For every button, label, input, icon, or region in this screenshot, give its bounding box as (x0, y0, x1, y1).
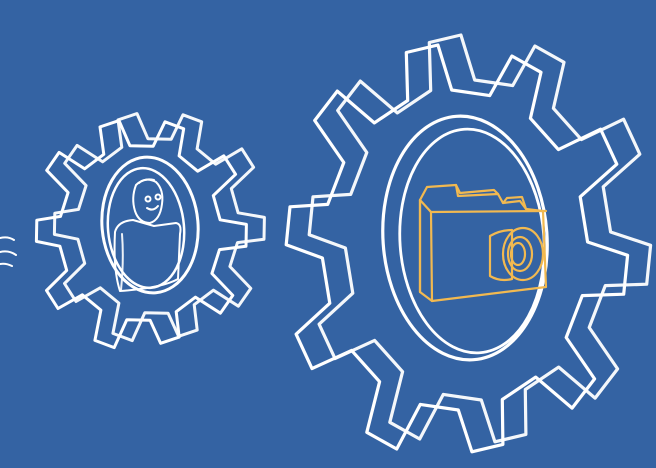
large-gear-rim-outer (375, 111, 556, 366)
small-gear-back-outline (54, 114, 264, 341)
small-gear-front-outline (36, 121, 246, 348)
large-gear-front-outline (286, 45, 627, 452)
motion-lines (0, 237, 16, 266)
large-gear-back-outline (309, 35, 650, 442)
large-gear (286, 35, 650, 452)
small-gear (36, 114, 264, 348)
camera-icon (420, 185, 546, 301)
